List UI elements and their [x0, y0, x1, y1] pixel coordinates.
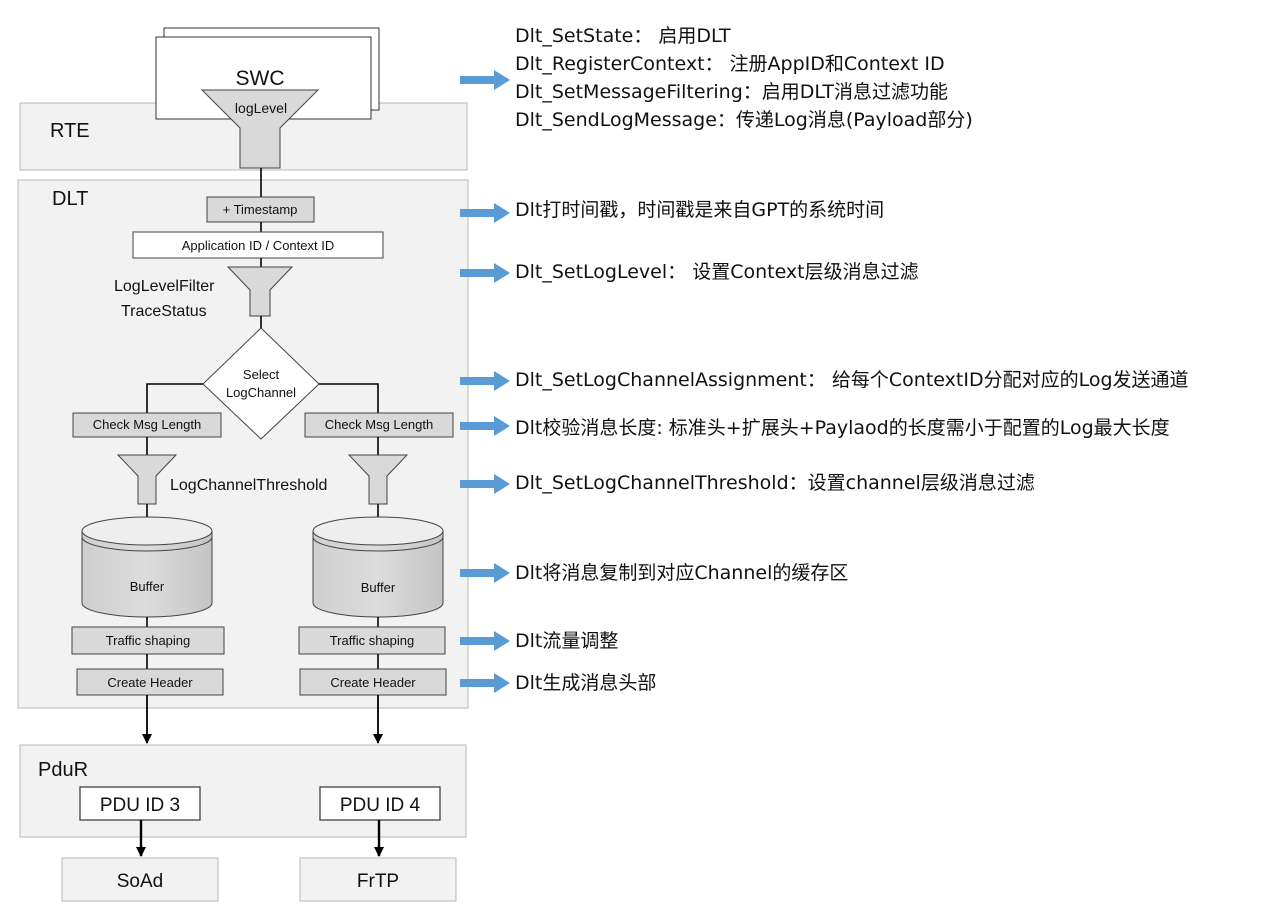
frtp-box — [299, 857, 457, 902]
left-branch-line — [146, 383, 203, 413]
blue-arrow-icon — [460, 563, 510, 583]
annotation-timestamp: Dlt打时间戳，时间戳是来自GPT的系统时间 — [515, 199, 885, 221]
channel-threshold-funnel-right-icon — [347, 454, 409, 505]
annotation-set-log-level: Dlt_SetLogLevel： 设置Context层级消息过滤 — [515, 261, 919, 283]
select-logchannel-decision — [202, 327, 320, 440]
annotation-register-context: Dlt_RegisterContext： 注册AppID和Context ID — [515, 53, 945, 75]
pdu-id-4-label: PDU ID 4 — [340, 795, 421, 816]
traffic-shaping-right-label: Traffic shaping — [330, 633, 415, 648]
loglevel-filter-label: LogLevelFilter — [114, 278, 215, 295]
blue-arrow-icon — [460, 416, 510, 436]
pdu-id-4-box — [319, 786, 441, 821]
create-header-left — [76, 668, 224, 696]
buffer-left-icon — [81, 516, 213, 618]
loglevel-funnel-icon — [200, 89, 320, 169]
buffer-right-icon — [312, 516, 444, 618]
traffic-shaping-left — [71, 626, 225, 655]
channel-threshold-funnel-left-icon — [116, 454, 178, 505]
dlt-label: DLT — [52, 188, 88, 210]
create-header-right-label: Create Header — [330, 675, 416, 690]
blue-arrow-icon — [460, 263, 510, 283]
blue-arrow-icon — [460, 203, 510, 223]
buffer-left-label: Buffer — [130, 579, 165, 594]
blue-arrow-icon — [460, 371, 510, 391]
soad-box — [61, 857, 219, 902]
logchannel-threshold-label: LogChannelThreshold — [170, 477, 327, 494]
annotation-channel-threshold: Dlt_SetLogChannelThreshold：设置channel层级消息… — [515, 472, 1035, 494]
pdu-id-3-box — [79, 786, 201, 821]
blue-arrow-icon — [460, 673, 510, 693]
check-msg-length-left — [72, 412, 222, 438]
annotation-channel-assignment: Dlt_SetLogChannelAssignment： 给每个ContextI… — [515, 369, 1189, 391]
annotation-buffer-copy: Dlt将消息复制到对应Channel的缓存区 — [515, 562, 849, 584]
annotation-header: Dlt生成消息头部 — [515, 672, 657, 694]
loglevel-filter-funnel-icon — [226, 266, 294, 317]
pdur-label: PduR — [38, 759, 88, 781]
app-context-id-step — [132, 231, 384, 259]
check-msg-length-right-label: Check Msg Length — [325, 417, 433, 432]
soad-label: SoAd — [117, 871, 163, 892]
swc-title: SWC — [236, 67, 285, 90]
blue-arrow-icon — [460, 474, 510, 494]
trace-status-label: TraceStatus — [121, 303, 207, 320]
rte-label: RTE — [50, 120, 90, 142]
traffic-shaping-right — [298, 626, 446, 655]
frtp-label: FrTP — [357, 871, 399, 892]
timestamp-label: + Timestamp — [223, 202, 298, 217]
annotation-set-message-filtering: Dlt_SetMessageFiltering：启用DLT消息过滤功能 — [515, 81, 948, 103]
check-msg-length-right — [304, 412, 454, 438]
right-branch-line — [319, 383, 379, 413]
blue-arrow-icon — [460, 70, 510, 90]
annotation-arrows — [460, 70, 510, 693]
check-msg-length-left-label: Check Msg Length — [93, 417, 201, 432]
traffic-shaping-left-label: Traffic shaping — [106, 633, 191, 648]
annotation-length-check: Dlt校验消息长度: 标准头+扩展头+Paylaod的长度需小于配置的Log最大… — [515, 417, 1170, 439]
blue-arrow-icon — [460, 631, 510, 651]
create-header-left-label: Create Header — [107, 675, 193, 690]
annotation-send-log-message: Dlt_SendLogMessage：传递Log消息(Payload部分) — [515, 109, 973, 131]
loglevel-label: logLevel — [235, 100, 287, 116]
app-context-id-label: Application ID / Context ID — [182, 238, 334, 253]
pdu-id-3-label: PDU ID 3 — [100, 795, 180, 816]
buffer-right-label: Buffer — [361, 580, 396, 595]
annotation-set-state: Dlt_SetState： 启用DLT — [515, 25, 731, 47]
select-label: Select — [243, 367, 280, 382]
create-header-right — [299, 668, 447, 696]
annotation-traffic: Dlt流量调整 — [515, 630, 619, 652]
logchannel-label: LogChannel — [226, 385, 296, 400]
